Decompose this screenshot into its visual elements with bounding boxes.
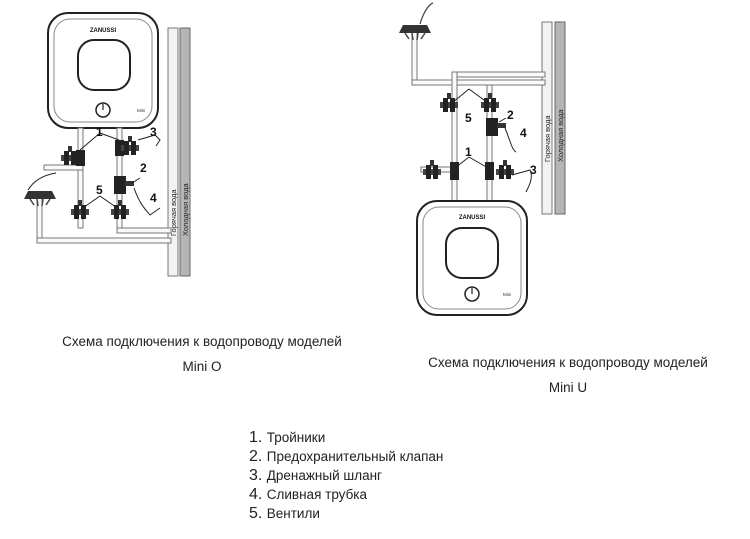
legend: 1. Тройники 2. Предохранительный клапан … — [249, 428, 443, 523]
wall-o: Горячая вода Холодная вода — [167, 27, 191, 277]
caption-mini-u: Схема подключения к водопроводу моделей … — [382, 350, 750, 400]
legend-item: 4. Сливная трубка — [249, 485, 443, 504]
wall-hot-label-o: Горячая вода — [169, 189, 178, 236]
leaders-u — [451, 88, 532, 193]
diagram-mini-o: Горячая вода Холодная вода ZANUSSI Mini — [23, 12, 191, 277]
callouts-u: 5 2 4 1 3 — [465, 108, 537, 177]
wall-hot-label-u: Горячая вода — [543, 115, 552, 162]
legend-text: Тройники — [266, 430, 326, 445]
valve-u-3 — [423, 160, 441, 179]
water-heater-u: ZANUSSI Mini — [416, 200, 528, 316]
brand-logo-u: ZANUSSI — [459, 215, 486, 221]
tee-o-cold — [115, 140, 124, 156]
wall-u: Горячая вода Холодная вода — [541, 21, 566, 215]
callout-4-o: 4 — [150, 191, 157, 205]
pipes-u — [411, 29, 546, 203]
safety-valve-o — [114, 176, 126, 194]
caption-o-line2: Mini O — [182, 359, 222, 374]
tee-u-hot — [450, 162, 459, 180]
callout-2-o: 2 — [140, 161, 147, 175]
wall-cold-label-o: Холодная вода — [181, 182, 190, 236]
caption-o-line1: Схема подключения к водопроводу моделей — [62, 334, 342, 349]
shower-hose-u — [419, 2, 434, 25]
legend-text: Дренажный шланг — [266, 468, 382, 483]
callout-4-u: 4 — [520, 126, 527, 140]
leaders-o — [27, 132, 161, 216]
caption-u-line1: Схема подключения к водопроводу моделей — [428, 355, 708, 370]
fittings-o — [23, 136, 139, 219]
legend-item: 5. Вентили — [249, 504, 443, 523]
legend-num: 1. — [249, 429, 263, 446]
callout-1-o: 1 — [96, 125, 103, 139]
legend-item: 1. Тройники — [249, 428, 443, 447]
callout-5-u: 5 — [465, 111, 472, 125]
model-label-o: Mini — [137, 108, 145, 113]
legend-text: Вентили — [266, 506, 320, 521]
safety-valve-u — [486, 118, 498, 136]
callouts-o: 1 3 2 4 5 — [96, 125, 157, 205]
water-heater-o: ZANUSSI Mini — [47, 12, 159, 129]
legend-item: 2. Предохранительный клапан — [249, 447, 443, 466]
diagram-mini-u: Горячая вода Холодная вода — [398, 2, 566, 316]
caption-u-line2: Mini U — [548, 380, 588, 395]
legend-text: Предохранительный клапан — [266, 449, 444, 464]
legend-item: 3. Дренажный шланг — [249, 466, 443, 485]
brand-logo-o: ZANUSSI — [90, 28, 117, 34]
pipes-o — [36, 127, 172, 244]
callout-3-o: 3 — [150, 125, 157, 139]
callout-5-o: 5 — [96, 183, 103, 197]
wall-cold-label-u: Холодная вода — [556, 108, 565, 162]
callout-3-u: 3 — [530, 163, 537, 177]
callout-1-u: 1 — [465, 145, 472, 159]
callout-2-u: 2 — [507, 108, 514, 122]
caption-mini-o: Схема подключения к водопроводу моделей … — [16, 329, 388, 379]
legend-num: 5. — [249, 505, 263, 522]
model-label-u: Mini — [503, 292, 511, 297]
legend-text: Сливная трубка — [266, 487, 368, 502]
legend-num: 2. — [249, 448, 263, 465]
valve-u-4 — [496, 160, 514, 179]
fittings-u — [398, 24, 514, 180]
legend-num: 4. — [249, 486, 263, 503]
tee-u-cold — [485, 162, 494, 180]
legend-num: 3. — [249, 467, 263, 484]
tee-o-hot — [76, 150, 85, 166]
